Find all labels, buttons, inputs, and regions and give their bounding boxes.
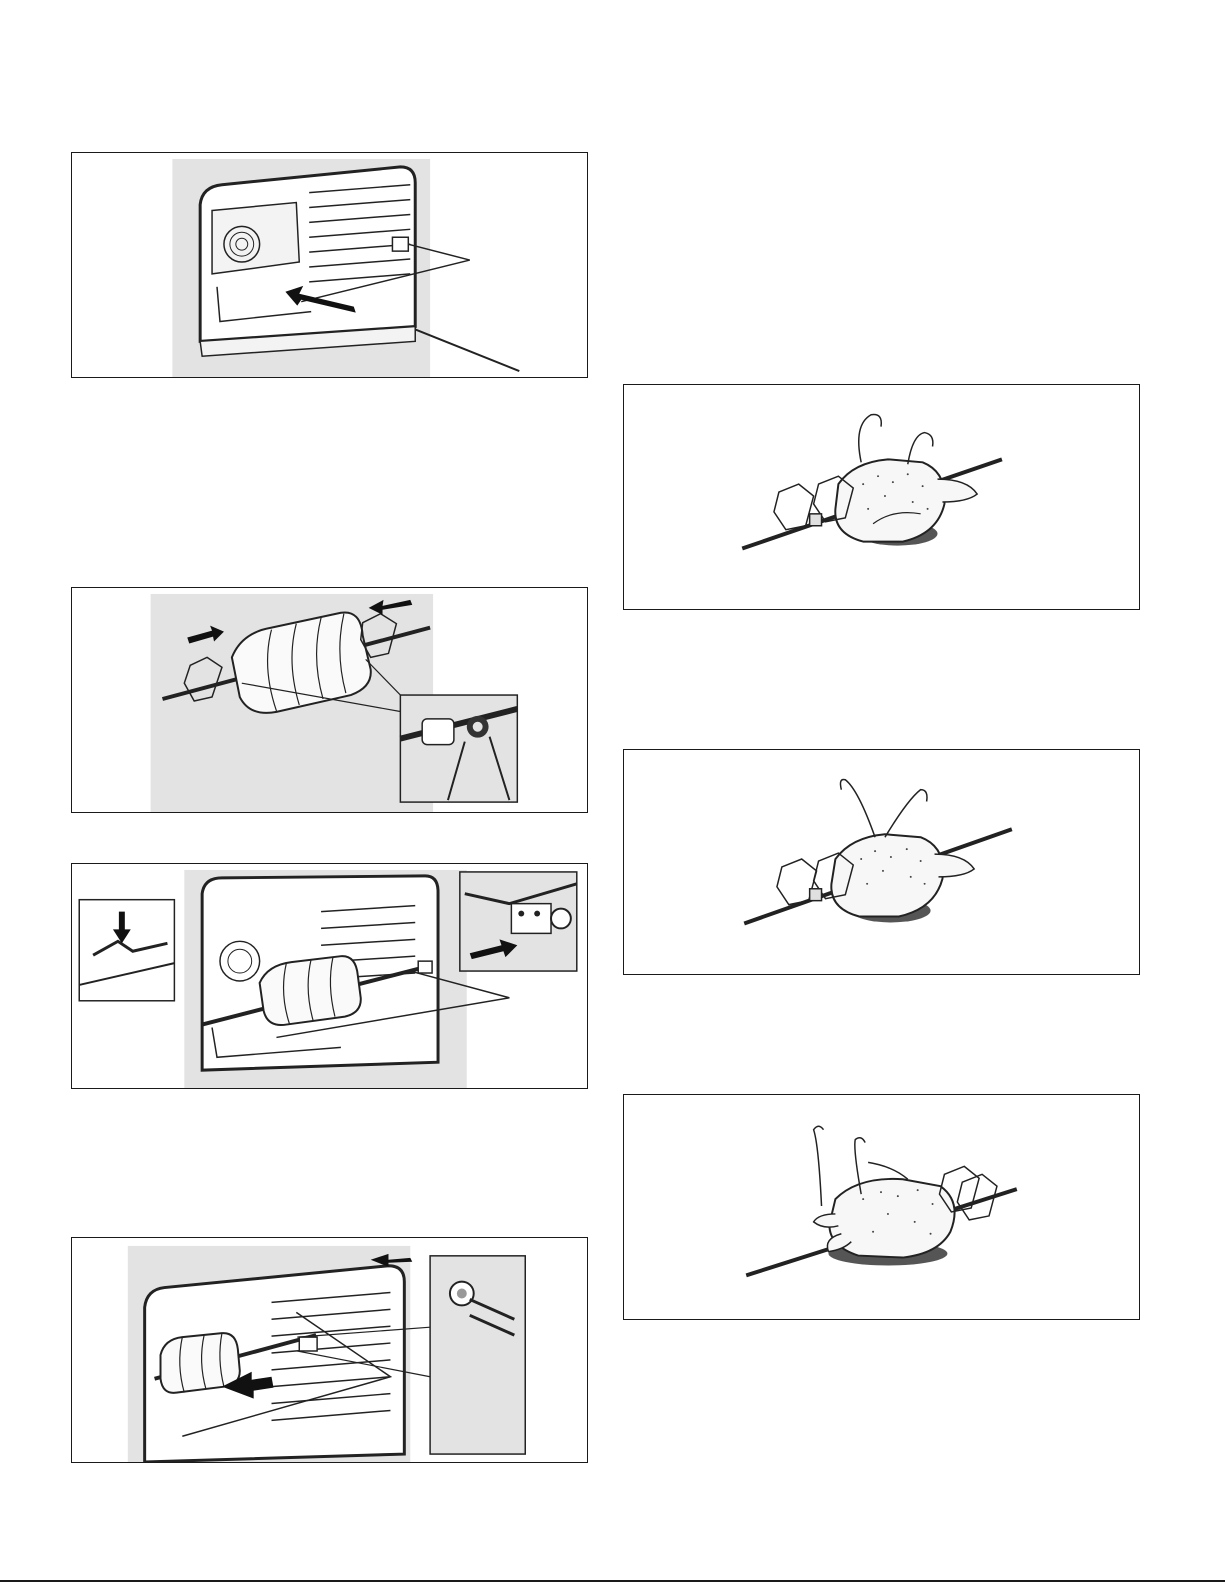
figure-truss-poultry-2 (623, 749, 1140, 975)
illustration-push-frame (72, 1238, 587, 1462)
figure-place-spit (71, 863, 588, 1089)
footer-rule (0, 1580, 1225, 1582)
figure-truss-poultry-3 (623, 1094, 1140, 1320)
zoom-inset-icon (79, 900, 174, 1001)
zoom-inset-icon (400, 695, 517, 802)
illustration-place-spit (72, 864, 587, 1088)
figure-push-frame (71, 1237, 588, 1463)
illustration-truss-poultry-3 (624, 1095, 1139, 1319)
illustration-secure-roast (72, 588, 587, 812)
illustration-insert-frame (72, 153, 587, 377)
figure-secure-roast (71, 587, 588, 813)
illustration-truss-poultry-1 (624, 385, 1139, 609)
figure-insert-frame (71, 152, 588, 378)
figure-truss-poultry-1 (623, 384, 1140, 610)
illustration-truss-poultry-2 (624, 750, 1139, 974)
zoom-inset-icon (430, 1256, 525, 1454)
